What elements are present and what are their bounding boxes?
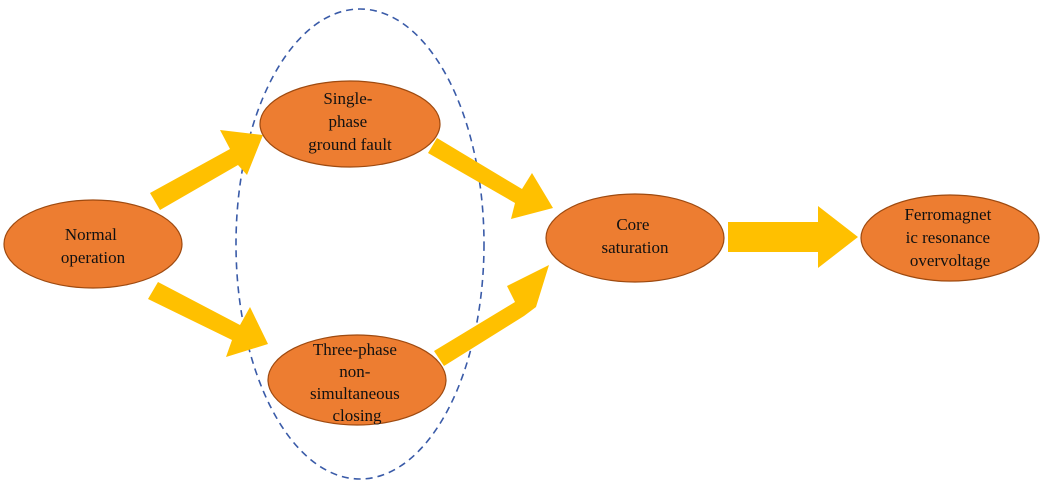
node-ellipse — [259, 80, 441, 168]
node-label: Ferromagnet ic resonance overvoltage — [904, 205, 995, 270]
node-label: Three-phase non- simultaneous closing — [310, 340, 404, 425]
arrow-normal-to-three-phase — [148, 282, 268, 357]
node-ellipse — [545, 193, 725, 283]
trigger-group-outline — [235, 8, 485, 480]
node-ellipse — [860, 194, 1040, 282]
node-label: Normal operation — [61, 225, 126, 267]
label-line: Ferromagnet — [904, 205, 991, 224]
label-line: Three-phase — [313, 340, 397, 359]
node-normal-operation: Normal operation — [3, 199, 183, 289]
arrow-core-to-ferromagnetic — [728, 206, 858, 268]
arrow-three-phase-to-core — [434, 265, 549, 366]
label-line: Core — [616, 215, 649, 234]
node-label: Single- phase ground fault — [308, 89, 392, 154]
label-line: saturation — [601, 238, 669, 257]
node-single-phase-ground-fault: Single- phase ground fault — [259, 80, 441, 168]
arrow-single-phase-to-core — [428, 138, 553, 219]
label-line: phase — [329, 112, 368, 131]
label-line: ic resonance — [906, 228, 990, 247]
arrows — [148, 130, 858, 366]
node-ferromagnetic-resonance-overvoltage: Ferromagnet ic resonance overvoltage — [860, 194, 1040, 282]
label-line: non- — [339, 362, 371, 381]
label-line: closing — [332, 406, 382, 425]
node-ellipse — [3, 199, 183, 289]
label-line: Normal — [65, 225, 117, 244]
label-line: Single- — [323, 89, 372, 108]
label-line: simultaneous — [310, 384, 400, 403]
label-line: operation — [61, 248, 126, 267]
node-label: Core saturation — [601, 215, 669, 257]
node-core-saturation: Core saturation — [545, 193, 725, 283]
label-line: ground fault — [308, 135, 392, 154]
arrow-normal-to-single-phase — [150, 130, 263, 210]
node-three-phase-non-simultaneous-closing: Three-phase non- simultaneous closing — [267, 334, 447, 426]
label-line: overvoltage — [910, 251, 990, 270]
node-ellipse — [267, 334, 447, 426]
